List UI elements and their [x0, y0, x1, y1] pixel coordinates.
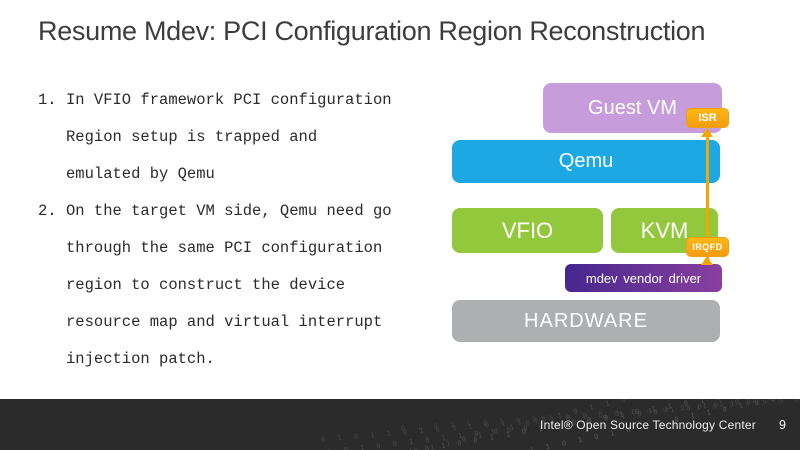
interrupt-flow-line: [706, 130, 709, 265]
list-item-text: On the target VM side, Qemu need go thro…: [66, 202, 392, 368]
list-item: 2. On the target VM side, Qemu need go t…: [38, 193, 410, 378]
hardware-box: HARDWARE: [452, 300, 720, 342]
page-number: 9: [779, 417, 786, 432]
arrow-up-icon: [701, 128, 713, 137]
footer-org-label: Intel® Open Source Technology Center: [540, 417, 756, 432]
body-text-list: 1. In VFIO framework PCI configuration R…: [38, 82, 410, 378]
irqfd-tag: IRQFD: [686, 237, 729, 257]
vfio-box: VFIO: [452, 208, 603, 253]
guest-vm-box: Guest VM: [543, 83, 722, 133]
qemu-box: Qemu: [452, 140, 720, 183]
arrow-up-icon: [701, 256, 713, 265]
page-title: Resume Mdev: PCI Configuration Region Re…: [38, 16, 706, 46]
list-item: 1. In VFIO framework PCI configuration R…: [38, 82, 410, 193]
list-item-number: 2.: [38, 202, 57, 220]
list-item-text: In VFIO framework PCI configuration Regi…: [66, 91, 392, 183]
footer-bar: 0 1 0 1 1 0 1 0 0 1 0 1 1 0 1 0 0 1 1 0 …: [0, 399, 800, 450]
list-item-number: 1.: [38, 91, 57, 109]
kvm-box: KVM: [611, 208, 718, 253]
isr-tag: ISR: [686, 108, 729, 128]
mdev-vendor-driver-box: mdev vendor driver: [565, 264, 722, 292]
